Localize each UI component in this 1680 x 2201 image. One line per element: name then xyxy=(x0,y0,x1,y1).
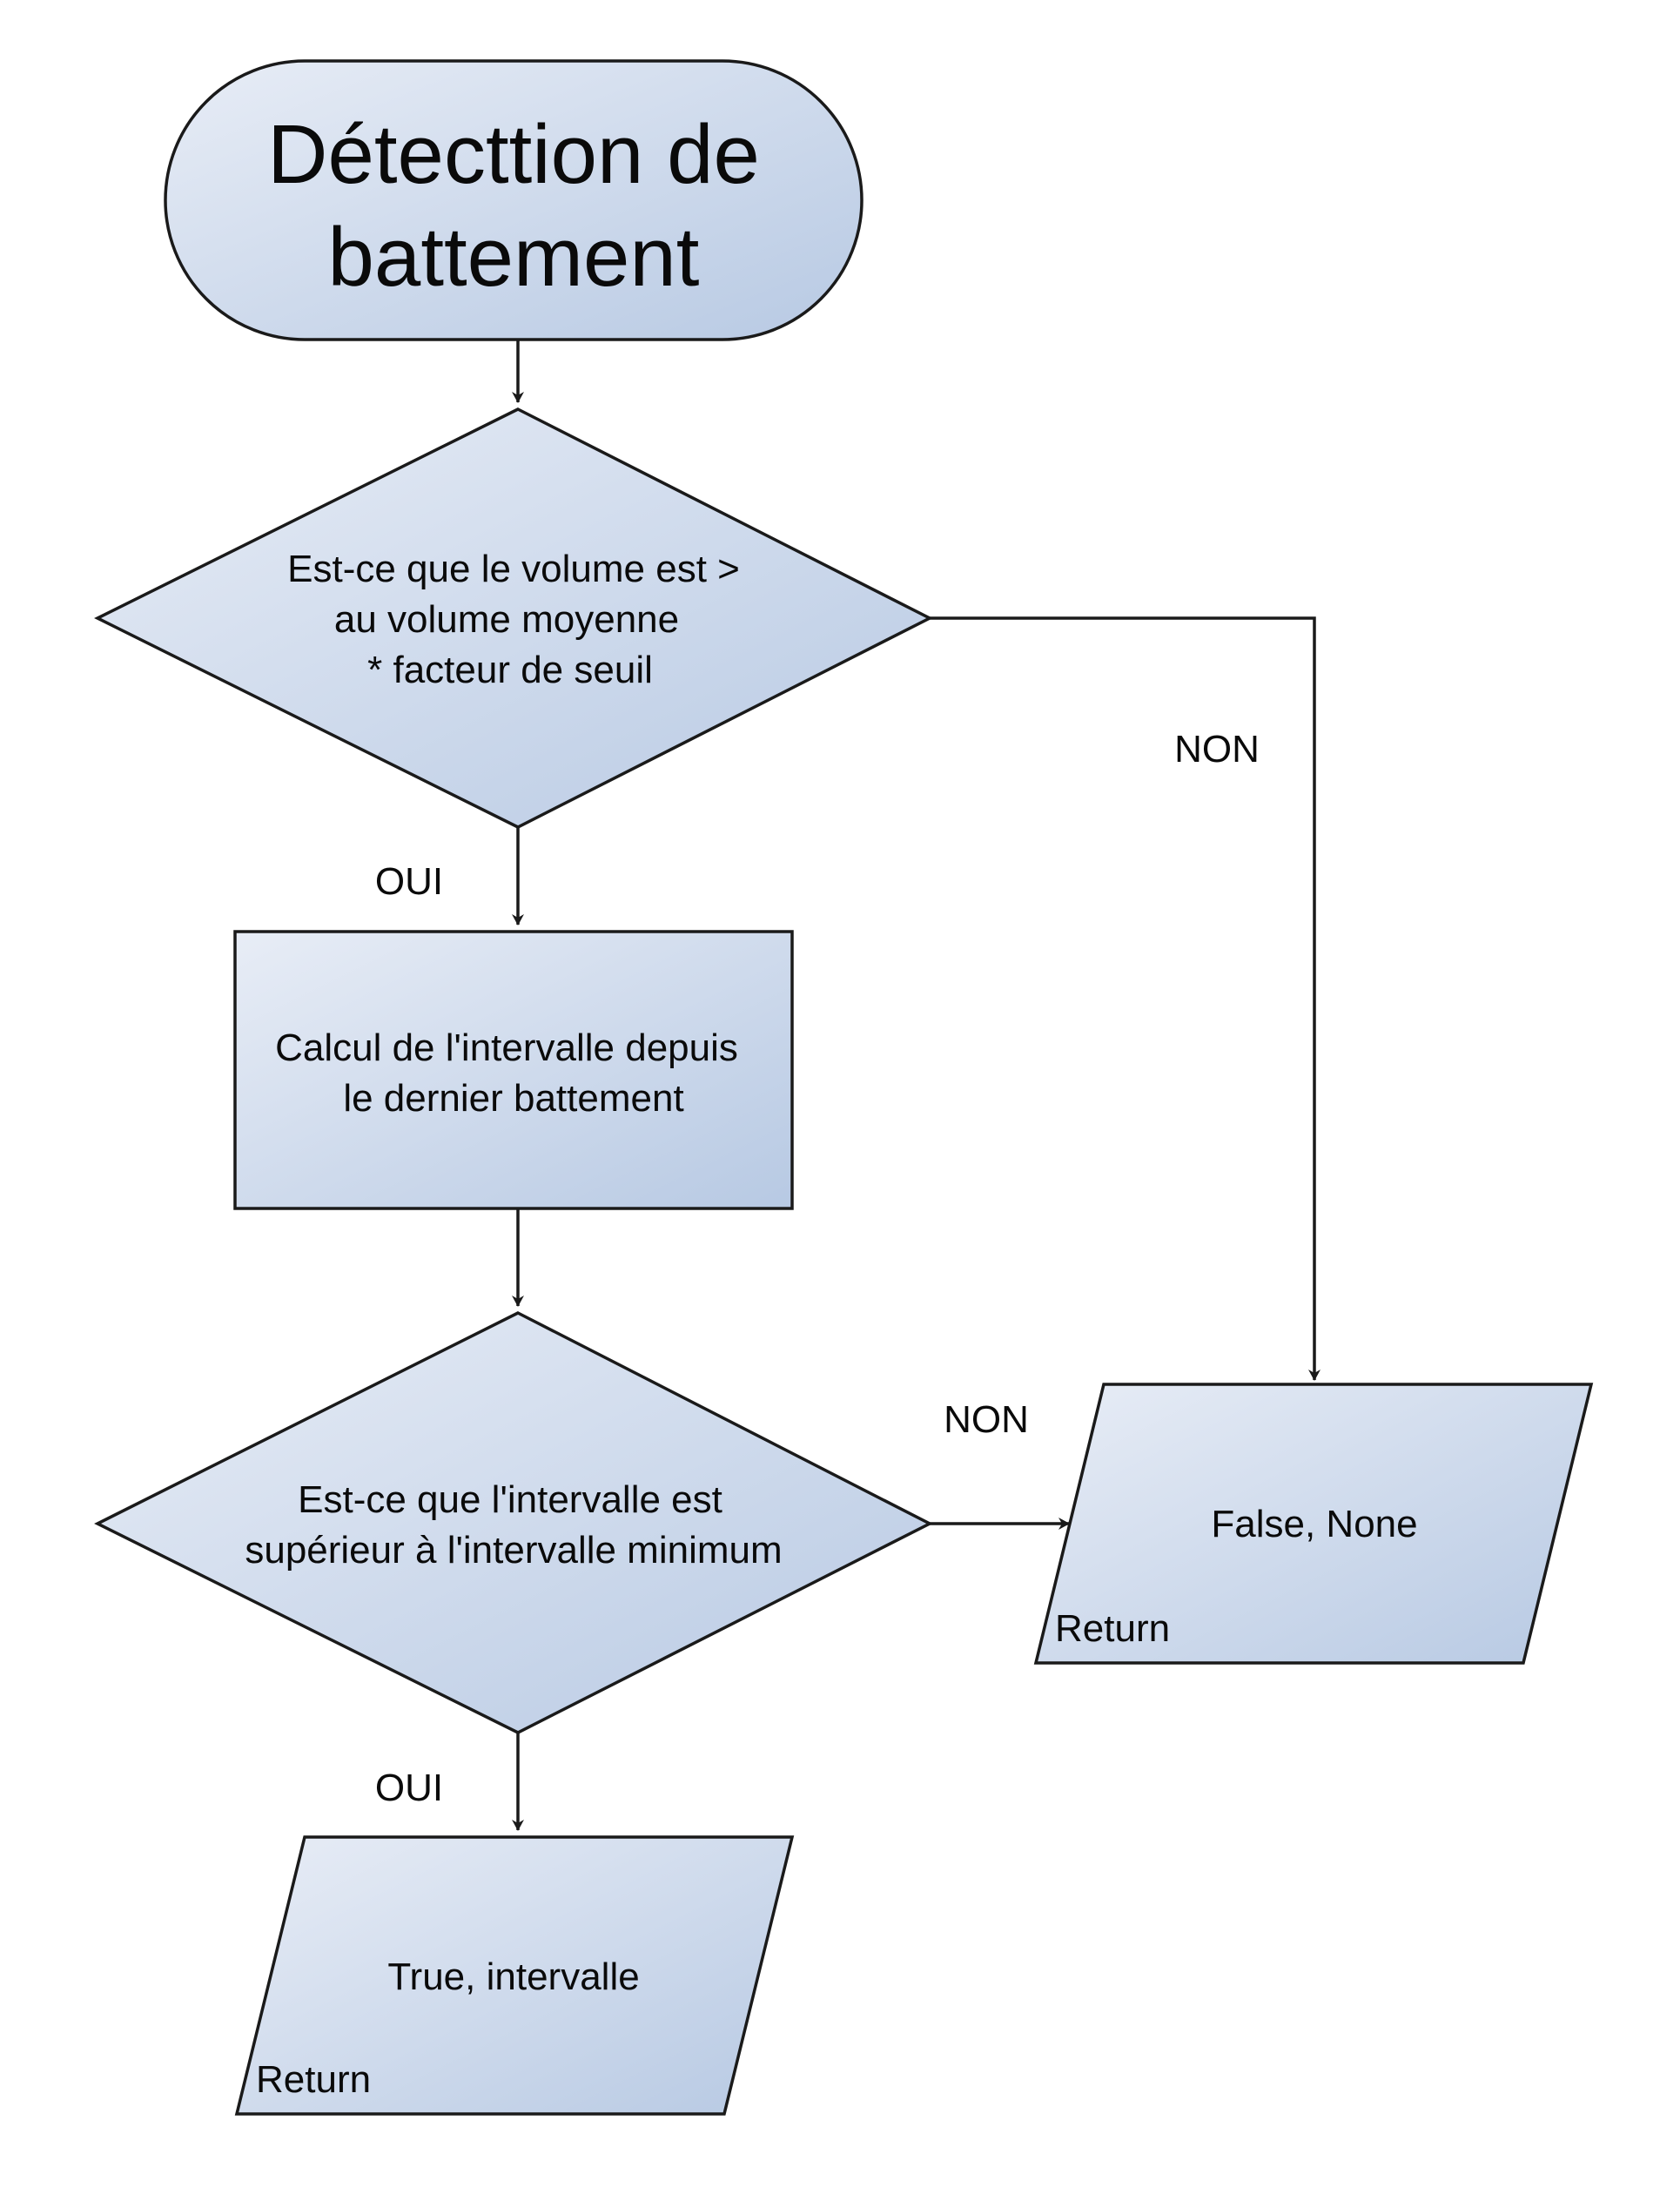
output-true-intervalle-text: True, intervalle xyxy=(387,1955,639,1998)
decision-volume: Est-ce que le volume est > au volume moy… xyxy=(94,407,933,829)
start-title-line-1: Détecttion de xyxy=(267,108,760,201)
label-yes-2: OUI xyxy=(375,1767,443,1809)
label-no-2: NON xyxy=(944,1398,1029,1441)
label-yes-1: OUI xyxy=(375,860,443,903)
start-terminator: Détecttion de battement xyxy=(164,59,864,341)
output-false-none-text: False, None xyxy=(1211,1503,1417,1545)
decision-volume-line-1: Est-ce que le volume est > xyxy=(287,548,740,590)
process-interval-line-2: le dernier battement xyxy=(343,1077,683,1120)
output-false-none-return-tag: Return xyxy=(1055,1607,1170,1650)
branch-labels: OUI NON NON OUI xyxy=(375,728,1260,1809)
output-false-none: False, None Return xyxy=(1033,1383,1594,1665)
decision-interval: Est-ce que l'intervalle est supérieur à … xyxy=(94,1311,933,1734)
output-true-intervalle: True, intervalle Return xyxy=(234,1835,795,2116)
decision-interval-line-1: Est-ce que l'intervalle est xyxy=(298,1478,722,1521)
process-interval-line-1: Calcul de l'intervalle depuis xyxy=(275,1026,738,1069)
connectors xyxy=(512,340,1320,1831)
decision-volume-line-2: au volume moyenne xyxy=(334,598,679,641)
label-no-1: NON xyxy=(1174,728,1260,771)
start-title-line-2: battement xyxy=(328,211,700,304)
process-interval: Calcul de l'intervalle depuis le dernier… xyxy=(233,930,794,1210)
decision-volume-line-3: * facteur de seuil xyxy=(367,649,653,691)
decision-interval-line-2: supérieur à l'intervalle minimum xyxy=(245,1529,782,1572)
arrow-decision-volume-to-output-false xyxy=(930,616,1320,1381)
output-true-intervalle-return-tag: Return xyxy=(256,2058,371,2101)
